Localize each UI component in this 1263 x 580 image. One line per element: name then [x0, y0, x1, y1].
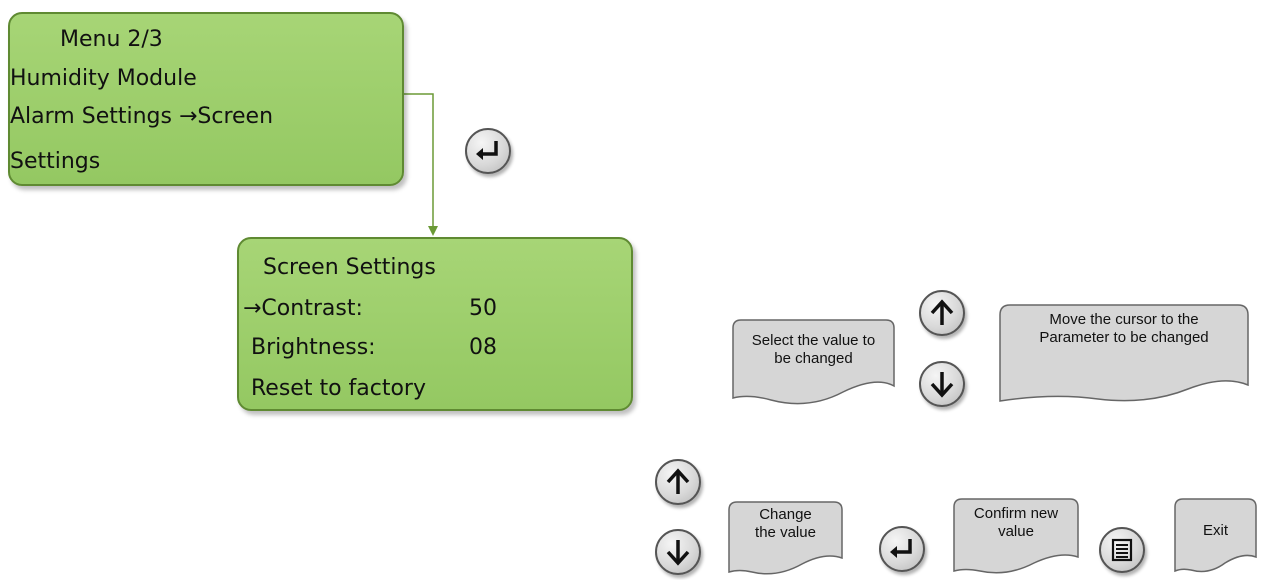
menu-item-settings: Settings	[10, 149, 101, 174]
contrast-label: →Contrast:	[243, 296, 363, 321]
note-change-value-text: Change the value	[755, 506, 816, 541]
arrow-up-icon	[930, 299, 954, 325]
enter-icon	[890, 539, 912, 558]
screen-settings-display: Screen Settings →Contrast: 50 Brightness…	[237, 237, 633, 411]
contrast-value: 50	[469, 296, 497, 321]
menu-title: Menu 2/3	[60, 27, 163, 52]
brightness-value: 08	[469, 335, 497, 360]
enter-icon	[476, 141, 498, 160]
menu-item-humidity-module: Humidity Module	[10, 66, 197, 91]
note-move-cursor: Move the cursor to the Parameter to be c…	[998, 303, 1250, 409]
arrow-down-icon	[930, 372, 954, 398]
note-move-cursor-text: Move the cursor to the Parameter to be c…	[1039, 311, 1209, 346]
menu-list-icon	[1111, 538, 1133, 562]
note-select-value-text: Select the value to be changed	[751, 332, 876, 367]
screen-settings-title: Screen Settings	[263, 255, 436, 280]
enter-button-top[interactable]	[465, 128, 511, 174]
brightness-label: Brightness:	[251, 335, 376, 360]
note-exit: Exit	[1173, 497, 1258, 580]
menu-button[interactable]	[1099, 527, 1145, 573]
enter-button-bottom[interactable]	[879, 526, 925, 572]
menu-display: Menu 2/3 Humidity Module Alarm Settings …	[8, 12, 404, 186]
arrow-up-icon	[666, 468, 690, 494]
down-button-middle[interactable]	[919, 361, 965, 407]
note-change-value: Change the value	[727, 500, 844, 580]
note-confirm-value: Confirm new value	[952, 497, 1080, 580]
menu-item-alarm-settings: Alarm Settings →Screen	[10, 104, 274, 129]
up-button-bottom[interactable]	[655, 459, 701, 505]
reset-to-factory-label: Reset to factory	[251, 376, 427, 401]
up-button-middle[interactable]	[919, 290, 965, 336]
down-button-bottom[interactable]	[655, 529, 701, 575]
note-select-value: Select the value to be changed	[731, 318, 896, 410]
note-confirm-value-text: Confirm new value	[973, 505, 1059, 540]
note-exit-text: Exit	[1202, 522, 1228, 539]
arrow-down-icon	[666, 540, 690, 566]
